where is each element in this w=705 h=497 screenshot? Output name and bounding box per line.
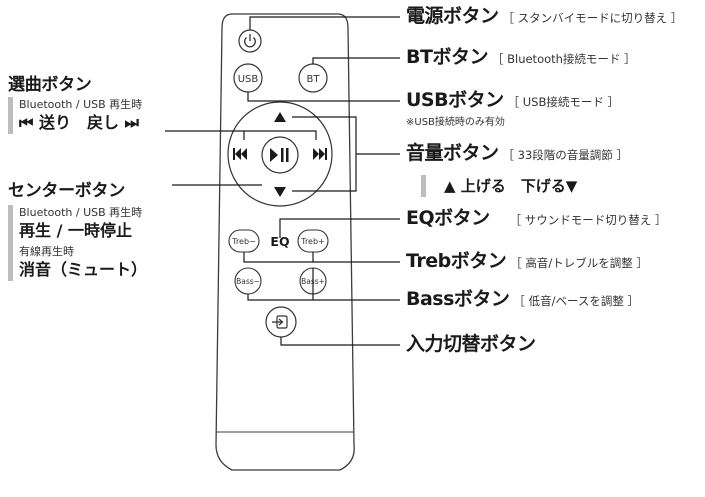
treb-callout: Trebボタン［ 高音/トレブルを調整 ］	[406, 252, 648, 271]
track-callout-block: Bluetooth / USB 再生時 ⏮ 送り 戻し ⏭	[8, 97, 142, 134]
eq-callout: EQボタン ［ サウンドモード切り替え ］	[406, 209, 666, 228]
power-button[interactable]	[238, 29, 262, 53]
bt-callout: BTボタン［ Bluetooth接続モード ］	[406, 48, 636, 67]
bass-callout-title: Bassボタン	[406, 288, 510, 310]
volume-up-button[interactable]	[274, 112, 286, 122]
center-callout-mode1: Bluetooth / USB 再生時	[19, 206, 143, 219]
usb-button-label: USB	[238, 74, 259, 85]
next-track-button[interactable]	[313, 148, 327, 160]
treb-minus-label: Treb−	[231, 237, 256, 246]
center-callout-block: Bluetooth / USB 再生時 再生 / 一時停止 有線再生時 消音（ミ…	[8, 205, 147, 281]
usb-callout-title: USBボタン	[406, 89, 504, 111]
usb-callout: USBボタン［ USB接続モード ］	[406, 91, 619, 110]
power-callout-title: 電源ボタン	[406, 5, 499, 27]
input-switch-icon	[272, 315, 288, 329]
volume-callout-detail: ▲ 上げる 下げる▼	[421, 175, 577, 197]
eq-callout-sub: ［ サウンドモード切り替え ］	[509, 213, 667, 227]
play-icon	[270, 148, 278, 162]
treb-callout-title: Trebボタン	[406, 250, 507, 272]
bass-minus-button[interactable]: Bass−	[234, 267, 262, 295]
prev-track-button[interactable]	[233, 148, 247, 160]
bt-callout-title: BTボタン	[406, 46, 488, 68]
callout-lines	[243, 16, 400, 346]
left-callout-lines	[165, 130, 317, 186]
bt-button[interactable]: BT	[298, 63, 328, 93]
eq-button[interactable]: EQ	[270, 234, 289, 249]
eq-label: EQ	[270, 234, 289, 249]
eq-callout-title: EQボタン	[406, 207, 490, 229]
bass-callout: Bassボタン［ 低音/ベースを調整 ］	[406, 290, 639, 309]
bt-button-label: BT	[307, 74, 321, 85]
treb-callout-sub: ［ 高音/トレブルを調整 ］	[510, 256, 648, 270]
power-callout: 電源ボタン［ スタンバイモードに切り替え ］	[406, 7, 682, 26]
center-callout-action2: 消音（ミュート）	[19, 260, 148, 279]
track-callout-title: 選曲ボタン	[8, 75, 92, 95]
volume-callout: 音量ボタン［ 33段階の音量調節 ］	[406, 144, 628, 163]
volume-callout-title: 音量ボタン	[406, 142, 499, 164]
power-callout-sub: ［ スタンバイモードに切り替え ］	[502, 11, 683, 25]
usb-button[interactable]: USB	[233, 63, 263, 93]
volume-callout-sub: ［ 33段階の音量調節 ］	[502, 148, 628, 162]
usb-callout-sub: ［ USB接続モード ］	[507, 95, 620, 109]
input-callout: 入力切替ボタン	[406, 335, 536, 354]
treb-plus-button[interactable]: Treb+	[297, 229, 329, 253]
center-callout-action1: 再生 / 一時停止	[19, 221, 132, 240]
input-switch-button[interactable]	[265, 306, 297, 338]
center-callout-mode2: 有線再生時	[19, 245, 74, 258]
treb-plus-label: Treb+	[300, 237, 325, 246]
power-icon	[244, 34, 256, 48]
input-callout-title: 入力切替ボタン	[406, 333, 536, 355]
bt-callout-sub: ［ Bluetooth接続モード ］	[491, 52, 636, 66]
treb-minus-button[interactable]: Treb−	[228, 229, 260, 253]
bass-callout-sub: ［ 低音/ベースを調整 ］	[513, 294, 640, 308]
track-callout-mode: Bluetooth / USB 再生時	[19, 98, 143, 111]
volume-down-button[interactable]	[274, 187, 286, 197]
pause-icon	[281, 148, 284, 162]
play-pause-button[interactable]	[261, 136, 299, 174]
track-callout-action: ⏮ 送り 戻し ⏭	[19, 113, 139, 132]
bass-minus-label: Bass−	[236, 277, 260, 286]
usb-callout-note: ※USB接続時のみ有効	[406, 117, 505, 128]
center-callout-title: センターボタン	[8, 181, 125, 201]
